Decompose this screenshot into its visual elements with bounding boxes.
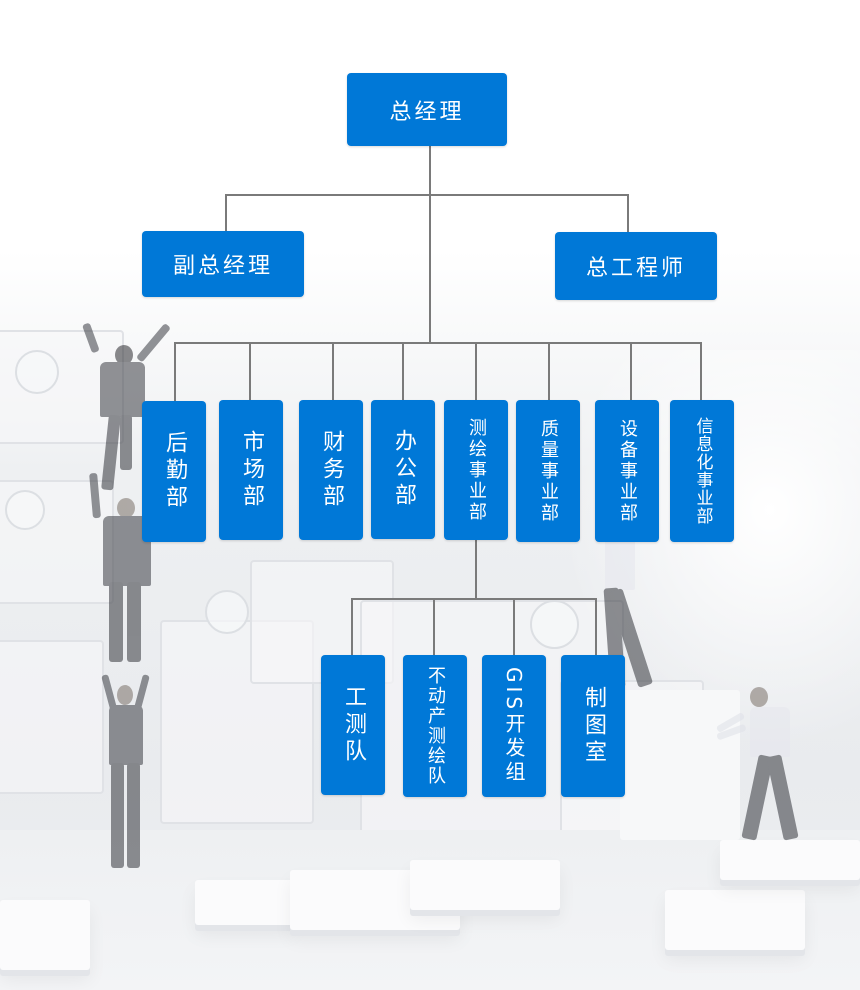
- node-label: 测绘事业部: [466, 417, 487, 523]
- connector-line: [402, 342, 404, 402]
- connector-line: [174, 342, 702, 344]
- connector-line: [249, 342, 251, 402]
- node-label: 信息化事业部: [692, 417, 713, 525]
- connector-line: [174, 342, 176, 402]
- connector-line: [475, 540, 477, 600]
- puzzle-wall-piece: [0, 640, 104, 794]
- connector-line: [225, 194, 227, 232]
- node-subunit-engineering-survey-team[interactable]: 工测队: [321, 655, 385, 795]
- large-puzzle-piece: [620, 690, 740, 840]
- climbing-man-figure: [80, 322, 171, 500]
- connector-line: [627, 194, 629, 234]
- connector-line: [351, 598, 597, 600]
- node-department-surveying[interactable]: 测绘事业部: [444, 400, 508, 540]
- connector-line: [630, 342, 632, 402]
- floor-puzzle-piece: [195, 880, 295, 925]
- node-department-office[interactable]: 办公部: [371, 400, 435, 539]
- connector-line: [351, 598, 353, 656]
- pushing-man-figure: [715, 685, 830, 850]
- node-subunit-gis-development-group[interactable]: GIS开发组: [482, 655, 546, 797]
- node-department-marketing[interactable]: 市场部: [219, 400, 283, 540]
- node-label: 财务部: [319, 429, 344, 511]
- node-subunit-cartography-room[interactable]: 制图室: [561, 655, 625, 797]
- node-label: 不动产测绘队: [425, 666, 446, 786]
- node-subunit-real-estate-survey-team[interactable]: 不动产测绘队: [403, 655, 467, 797]
- woman-figure: [95, 674, 160, 875]
- puzzle-knob: [5, 490, 45, 530]
- node-label: 设备事业部: [617, 418, 638, 524]
- connector-line: [429, 146, 431, 342]
- floor-puzzle-piece: [410, 860, 560, 910]
- floor-puzzle-piece: [0, 900, 90, 970]
- connector-line: [433, 598, 435, 656]
- node-label: 副总经理: [172, 254, 273, 279]
- floor-puzzle-piece: [665, 890, 805, 950]
- connector-line: [700, 342, 702, 402]
- node-department-quality[interactable]: 质量事业部: [516, 400, 580, 542]
- connector-line: [595, 598, 597, 656]
- floor-puzzle-piece: [720, 840, 860, 880]
- node-label: 后勤部: [162, 431, 187, 512]
- node-label: 市场部: [239, 429, 264, 511]
- node-label: 工测队: [341, 684, 366, 766]
- node-general-manager[interactable]: 总经理: [347, 73, 507, 146]
- puzzle-knob: [205, 590, 249, 634]
- node-label: 总经理: [389, 99, 465, 125]
- node-chief-engineer[interactable]: 总工程师: [555, 232, 717, 300]
- node-department-finance[interactable]: 财务部: [299, 400, 363, 540]
- node-label: 总工程师: [585, 256, 686, 281]
- node-department-equipment[interactable]: 设备事业部: [595, 400, 659, 542]
- node-label: 质量事业部: [538, 418, 559, 524]
- connector-line: [332, 342, 334, 402]
- node-label: 办公部: [391, 429, 416, 510]
- puzzle-knob: [15, 350, 59, 394]
- node-label: 制图室: [581, 685, 606, 767]
- node-deputy-general-manager[interactable]: 副总经理: [142, 231, 304, 297]
- connector-line: [513, 598, 515, 656]
- connector-line: [475, 342, 477, 402]
- connector-line: [225, 194, 629, 196]
- connector-line: [548, 342, 550, 402]
- node-department-informatization[interactable]: 信息化事业部: [670, 400, 734, 542]
- node-label: GIS开发组: [502, 666, 526, 786]
- node-department-logistics[interactable]: 后勤部: [142, 401, 206, 542]
- puzzle-knob: [530, 600, 579, 649]
- supporting-man-figure: [85, 472, 165, 670]
